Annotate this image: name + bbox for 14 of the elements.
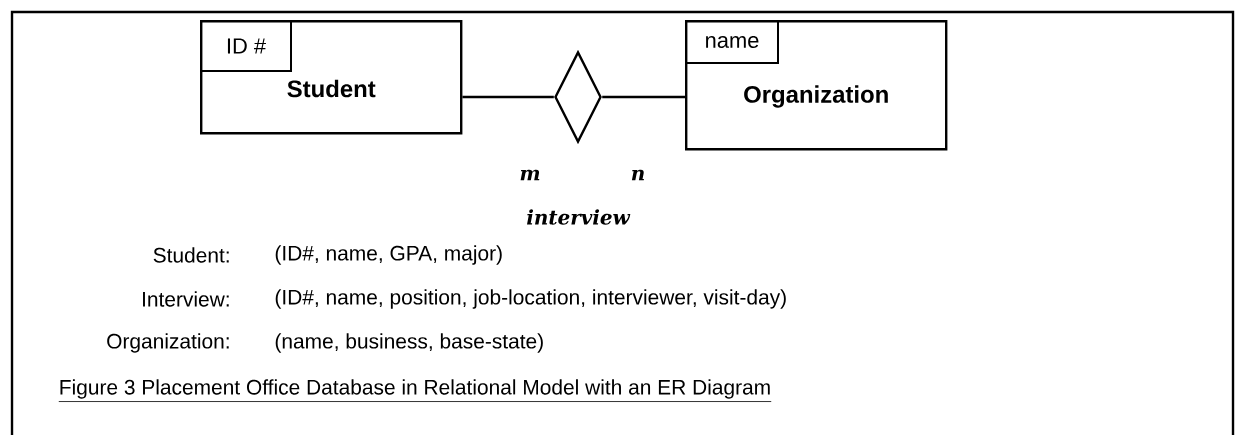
relationship-name: interview xyxy=(527,209,631,225)
attribute-box: name xyxy=(685,20,779,64)
connector-line xyxy=(602,95,685,99)
cardinality-label: m xyxy=(517,167,543,183)
figure-caption: Figure 3 Placement Office Database in Relational Model with an ER Diagram xyxy=(58,379,772,402)
table-cell: Student: xyxy=(153,247,229,263)
table-cell: Interview: xyxy=(143,291,229,307)
table-cell: (name, business, base-state) xyxy=(275,333,543,353)
table-cell: (ID#, name, position, job-location, interviewer, visit-day) xyxy=(275,289,786,309)
table-cell: Organization: xyxy=(107,333,229,353)
attribute-box: ID # xyxy=(200,20,292,72)
table-cell: (ID#, name, GPA, major) xyxy=(275,245,502,265)
connector-line xyxy=(462,95,554,99)
cardinality-label: n xyxy=(628,167,648,183)
